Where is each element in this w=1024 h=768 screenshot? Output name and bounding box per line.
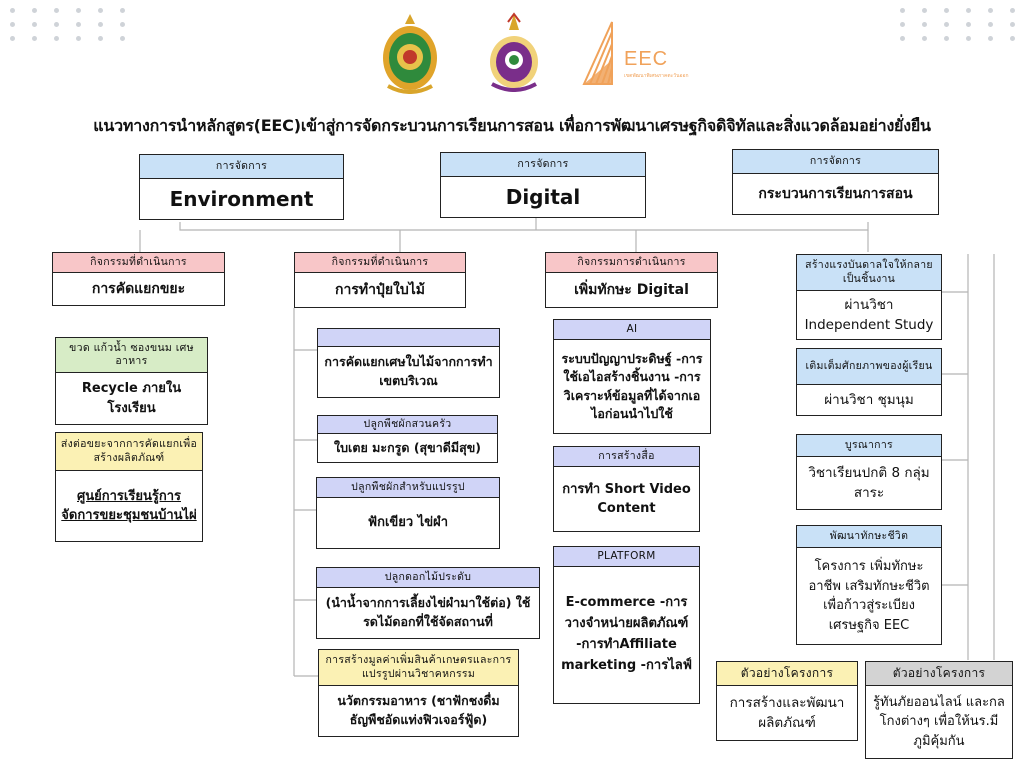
- col3-head-header: กิจกรรมการดำเนินการ: [546, 253, 717, 273]
- ministry-of-education-logo: [383, 14, 437, 94]
- col4-item-life-skills-body: โครงการ เพิ่มทักษะอาชีพ เสริมทักษะชีวิต …: [808, 559, 930, 633]
- col3-item-ai-header: AI: [554, 320, 710, 340]
- top-box-teaching: การจัดการ กระบวนการเรียนการสอน: [732, 149, 939, 215]
- col2-item-leaf-sorting-header: [318, 329, 499, 347]
- col2-head-box: กิจกรรมที่ดำเนินการ การทำปุ๋ยใบไม้: [294, 252, 466, 308]
- col1-item-recycle-header: ขวด แก้วน้ำ ซองขนม เศษอาหาร: [56, 338, 207, 373]
- col2-item-flowers-body: (นำน้ำจากการเลี้ยงไข่ผำมาใช้ต่อ) ใช้รดไม…: [325, 595, 531, 629]
- top-box-environment-header: การจัดการ: [140, 155, 343, 179]
- page-title: แนวทางการนำหลักสูตร(EEC)เข้าสู่การจัดกระ…: [93, 116, 931, 135]
- top-box-digital-header: การจัดการ: [441, 153, 645, 177]
- col4-item-life-skills-header: พัฒนาทักษะชีวิต: [797, 526, 941, 548]
- example-project-product-header: ตัวอย่างโครงการ: [717, 662, 857, 686]
- col4-item-independent-study: สร้างแรงบันดาลใจให้กลายเป็นชิ้นงาน ผ่านว…: [796, 254, 942, 340]
- top-box-digital: การจัดการ Digital: [440, 152, 646, 218]
- col2-item-food-innovation-header: การสร้างมูลค่าเพิ่มสินค้าเกษตรและการแปรร…: [319, 650, 518, 686]
- example-project-product: ตัวอย่างโครงการ การสร้างและพัฒนาผลิตภัณฑ…: [716, 661, 858, 741]
- school-emblem-logo: [490, 12, 538, 92]
- col2-item-kitchen-garden-header: ปลูกพืชผักสวนครัว: [318, 416, 497, 434]
- eec-logo-text: EEC: [624, 48, 669, 70]
- col3-item-platform-body: E-commerce -การวางจำหน่ายผลิตภัณฑ์ -การท…: [561, 595, 692, 673]
- col4-item-club: เติมเต็มศักยภาพของผู้เรียน ผ่านวิชา ชุมน…: [796, 348, 942, 416]
- top-box-teaching-header: การจัดการ: [733, 150, 938, 174]
- col2-item-kitchen-garden: ปลูกพืชผักสวนครัว ใบเตย มะกรูด (สุขาดีมี…: [317, 415, 498, 463]
- col4-item-independent-study-header: สร้างแรงบันดาลใจให้กลายเป็นชิ้นงาน: [797, 255, 941, 291]
- col1-item-recycle-body: Recycle ภายในโรงเรียน: [81, 381, 182, 416]
- col2-item-food-innovation: การสร้างมูลค่าเพิ่มสินค้าเกษตรและการแปรร…: [318, 649, 519, 737]
- eec-logo-mark: [582, 21, 613, 85]
- col4-item-integration-header: บูรณาการ: [797, 435, 941, 457]
- col1-item-recycle: ขวด แก้วน้ำ ซองขนม เศษอาหาร Recycle ภายใ…: [55, 337, 208, 425]
- col3-item-media-header: การสร้างสื่อ: [554, 447, 699, 467]
- col3-item-ai-body: ระบบปัญญาประดิษฐ์ -การใช้เอไอสร้างชิ้นงา…: [561, 351, 703, 421]
- example-project-online-safety-header: ตัวอย่างโครงการ: [866, 662, 1012, 686]
- col3-head-box: กิจกรรมการดำเนินการ เพิ่มทักษะ Digital: [545, 252, 718, 308]
- col4-item-club-header: เติมเต็มศักยภาพของผู้เรียน: [797, 349, 941, 385]
- top-box-digital-body: Digital: [505, 185, 581, 209]
- example-project-online-safety: ตัวอย่างโครงการ รู้ทันภัยออนไลน์ และกลโก…: [865, 661, 1013, 759]
- col3-item-platform-header: PLATFORM: [554, 547, 699, 567]
- decorative-dots-left: [10, 8, 128, 41]
- eec-logo-caption: เขตพัฒนาพิเศษภาคตะวันออก: [624, 73, 689, 79]
- col1-item-community-body: ศูนย์การเรียนรู้การจัดการขยะชุมชนบ้านไผ่: [61, 488, 197, 524]
- col4-item-life-skills: พัฒนาทักษะชีวิต โครงการ เพิ่มทักษะอาชีพ …: [796, 525, 942, 645]
- col3-item-ai: AI ระบบปัญญาประดิษฐ์ -การใช้เอไอสร้างชิ้…: [553, 319, 711, 434]
- col2-head-body: การทำปุ๋ยใบไม้: [334, 281, 426, 298]
- col1-head-header: กิจกรรมที่ดำเนินการ: [53, 253, 224, 273]
- col1-item-community-header: ส่งต่อขยะจากการคัดแยกเพื่อสร้างผลิตภัณฑ์: [56, 433, 202, 471]
- col3-item-platform: PLATFORM E-commerce -การวางจำหน่ายผลิตภั…: [553, 546, 700, 704]
- col1-head-body: การคัดแยกขยะ: [91, 280, 186, 297]
- col1-item-community: ส่งต่อขยะจากการคัดแยกเพื่อสร้างผลิตภัณฑ์…: [55, 432, 203, 542]
- col4-item-integration: บูรณาการ วิชาเรียนปกติ 8 กลุ่มสาระ: [796, 434, 942, 510]
- col1-head-box: กิจกรรมที่ดำเนินการ การคัดแยกขยะ: [52, 252, 225, 306]
- col2-item-leaf-sorting-body: การคัดแยกเศษใบไม้จากการทำเขตบริเวณ: [324, 354, 493, 388]
- col3-item-media: การสร้างสื่อ การทำ Short Video Content: [553, 446, 700, 532]
- example-project-online-safety-body: รู้ทันภัยออนไลน์ และกลโกงต่างๆ เพื่อให้น…: [873, 694, 1005, 749]
- example-project-product-body: การสร้างและพัฒนาผลิตภัณฑ์: [729, 694, 845, 731]
- top-box-environment: การจัดการ Environment: [139, 154, 344, 220]
- col2-item-flowers: ปลูกดอกไม้ประดับ (นำน้ำจากการเลี้ยงไข่ผำ…: [316, 567, 540, 639]
- top-box-teaching-body: กระบวนการเรียนการสอน: [758, 185, 913, 202]
- col3-item-media-body: การทำ Short Video Content: [562, 481, 691, 517]
- col2-item-kitchen-garden-body: ใบเตย มะกรูด (สุขาดีมีสุข): [334, 439, 481, 455]
- decorative-dots-right: [900, 8, 1018, 41]
- top-box-environment-body: Environment: [169, 187, 314, 211]
- col4-item-club-body: ผ่านวิชา ชุมนุม: [824, 391, 914, 408]
- col2-head-header: กิจกรรมที่ดำเนินการ: [295, 253, 465, 273]
- col4-item-integration-body: วิชาเรียนปกติ 8 กลุ่มสาระ: [808, 464, 930, 501]
- col2-item-leaf-sorting: การคัดแยกเศษใบไม้จากการทำเขตบริเวณ: [317, 328, 500, 398]
- col2-item-food-innovation-body: นวัตกรรมอาหาร (ชาฟักชงดื่ม ธัญพืชอัดแท่ง…: [337, 693, 500, 727]
- col4-item-independent-study-body: ผ่านวิชา Independent Study: [804, 296, 934, 333]
- col2-item-processing-crops-header: ปลูกพืชผักสำหรับแปรรูป: [317, 478, 499, 498]
- col2-item-processing-crops: ปลูกพืชผักสำหรับแปรรูป ฟักเขียว ไข่ผำ: [316, 477, 500, 549]
- col2-item-processing-crops-body: ฟักเขียว ไข่ผำ: [367, 515, 449, 531]
- col3-head-body: เพิ่มทักษะ Digital: [574, 281, 689, 298]
- col2-item-flowers-header: ปลูกดอกไม้ประดับ: [317, 568, 539, 588]
